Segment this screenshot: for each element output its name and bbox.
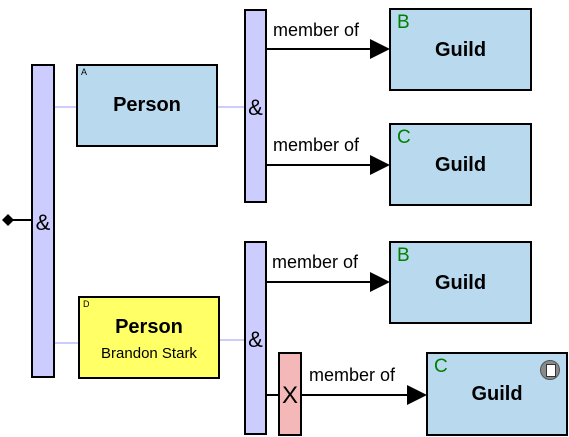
entity-title: Guild <box>434 154 487 176</box>
entity-title: Guild <box>434 272 487 294</box>
relation-label-2: member of <box>273 135 360 155</box>
and-operator-root: & <box>35 210 51 235</box>
entity-tag: D <box>83 299 90 309</box>
entity-title: Guild <box>434 39 487 61</box>
entity-subtitle: Brandon Stark <box>101 345 197 362</box>
entity-guild-c-lower[interactable]: C Guild <box>426 352 568 436</box>
and-bar-lower[interactable]: & <box>244 241 267 435</box>
entity-tag: C <box>397 127 411 148</box>
relation-label-1: member of <box>273 20 360 40</box>
and-operator-lower: & <box>248 327 263 352</box>
relation-label-3: member of <box>272 252 359 272</box>
entity-guild-c-upper[interactable]: C Guild <box>389 123 532 206</box>
and-operator-upper: & <box>248 95 263 120</box>
entity-tag: A <box>81 67 88 77</box>
and-bar-upper[interactable]: & <box>244 9 267 203</box>
entity-title: Person <box>113 94 181 116</box>
entity-tag: B <box>397 12 410 33</box>
entity-guild-b-lower[interactable]: B Guild <box>389 241 532 324</box>
negation-block[interactable]: X <box>278 352 302 436</box>
entity-tag: C <box>434 356 448 377</box>
relation-label-4: member of <box>309 365 396 385</box>
document-icon[interactable] <box>540 360 560 380</box>
and-bar-root[interactable]: & <box>31 64 55 378</box>
entity-guild-b-upper[interactable]: B Guild <box>389 8 532 91</box>
entity-title: Person <box>115 316 183 338</box>
entity-title: Guild <box>471 383 523 405</box>
negation-operator: X <box>281 382 298 409</box>
entity-person-d[interactable]: D Person Brandon Stark <box>78 296 220 379</box>
entity-tag: B <box>397 245 410 266</box>
root-diamond-icon[interactable] <box>2 214 14 226</box>
entity-person-a[interactable]: A Person <box>76 64 218 147</box>
